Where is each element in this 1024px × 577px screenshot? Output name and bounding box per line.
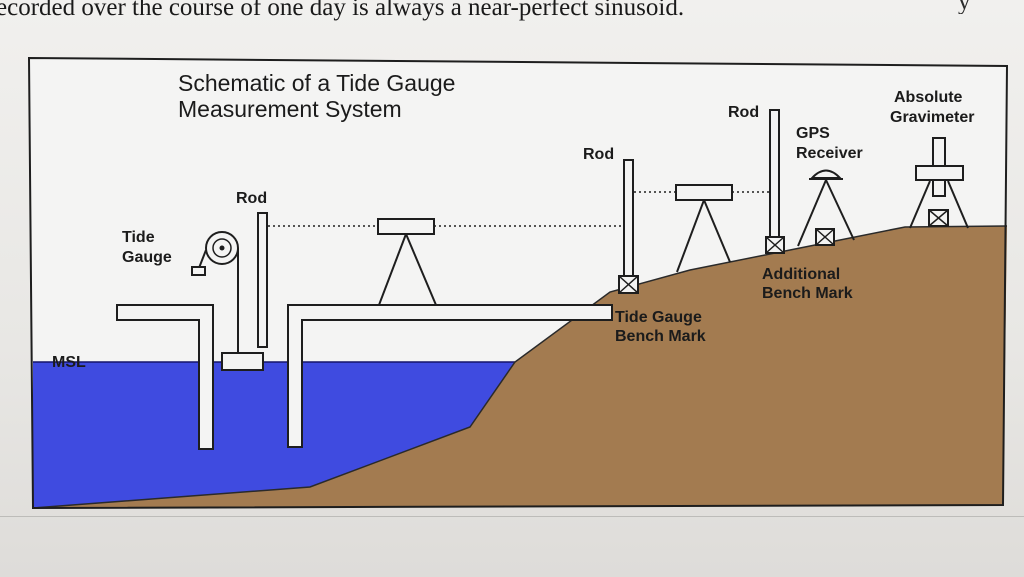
diagram-title-line1: Schematic of a Tide Gauge [178,70,455,96]
tide-gauge-recorder [191,266,206,276]
caption-text: ecorded over the course of one day is al… [0,0,685,21]
caption-text-fragment: y [958,0,971,14]
label-rod-1: Rod [236,190,267,207]
gps-tripod-left-leg [797,179,827,247]
rod-1 [257,212,268,348]
gravimeter-head [915,165,964,181]
label-tide-gauge-line1: Tide [122,229,155,246]
figure-frame [27,56,1009,510]
label-rod-2: Rod [583,146,614,163]
gps-antenna [809,169,843,179]
abm-cross-b [765,236,785,254]
tide-gauge-float [221,352,264,371]
rod-3 [769,109,780,239]
label-additional-bench-mark-line1: Additional [762,266,840,283]
level-instrument-2 [675,184,733,201]
diagram-title-line2: Measurement System [178,96,402,122]
label-tide-gauge-line2: Gauge [122,249,172,266]
left-stilling-pipe [116,304,214,450]
gravimeter-mark-cross-b [928,209,949,227]
gps-mark-cross-b [815,228,835,246]
tide-gauge-arm [198,249,207,269]
label-rod-3: Rod [728,104,759,121]
land-surface [32,225,1008,509]
tide-gauge-hub [219,245,225,251]
level-instrument-1 [377,218,435,235]
land-mass [33,226,1007,508]
label-absolute-gravimeter-line1: Absolute [894,89,963,106]
gravimeter-column-top [932,137,946,167]
tripod-1-left-leg [378,233,407,306]
gravimeter-left-leg [909,180,931,229]
right-pier-structure [287,304,613,448]
label-msl: MSL [52,354,86,371]
tripod-1-right-leg [405,233,437,306]
water-body [33,362,515,508]
gps-tripod-right-leg [825,179,855,241]
tide-gauge-wheel-inner [212,238,232,258]
label-gps-receiver-line1: GPS [796,125,830,142]
label-tide-gauge-bench-mark-line1: Tide Gauge [615,309,702,326]
label-absolute-gravimeter-line2: Gravimeter [890,109,975,126]
tripod-2-right-leg [703,199,731,263]
gravimeter-right-leg [947,180,969,229]
gravimeter-column-bottom [932,179,946,197]
rod-2 [623,159,634,277]
tripod-2-left-leg [676,199,705,273]
label-gps-receiver-line2: Receiver [796,145,863,162]
label-additional-bench-mark-line2: Bench Mark [762,285,853,302]
tgbm-cross-b [618,275,639,294]
label-tide-gauge-bench-mark-line2: Bench Mark [615,328,706,345]
page-divider [0,516,1024,517]
